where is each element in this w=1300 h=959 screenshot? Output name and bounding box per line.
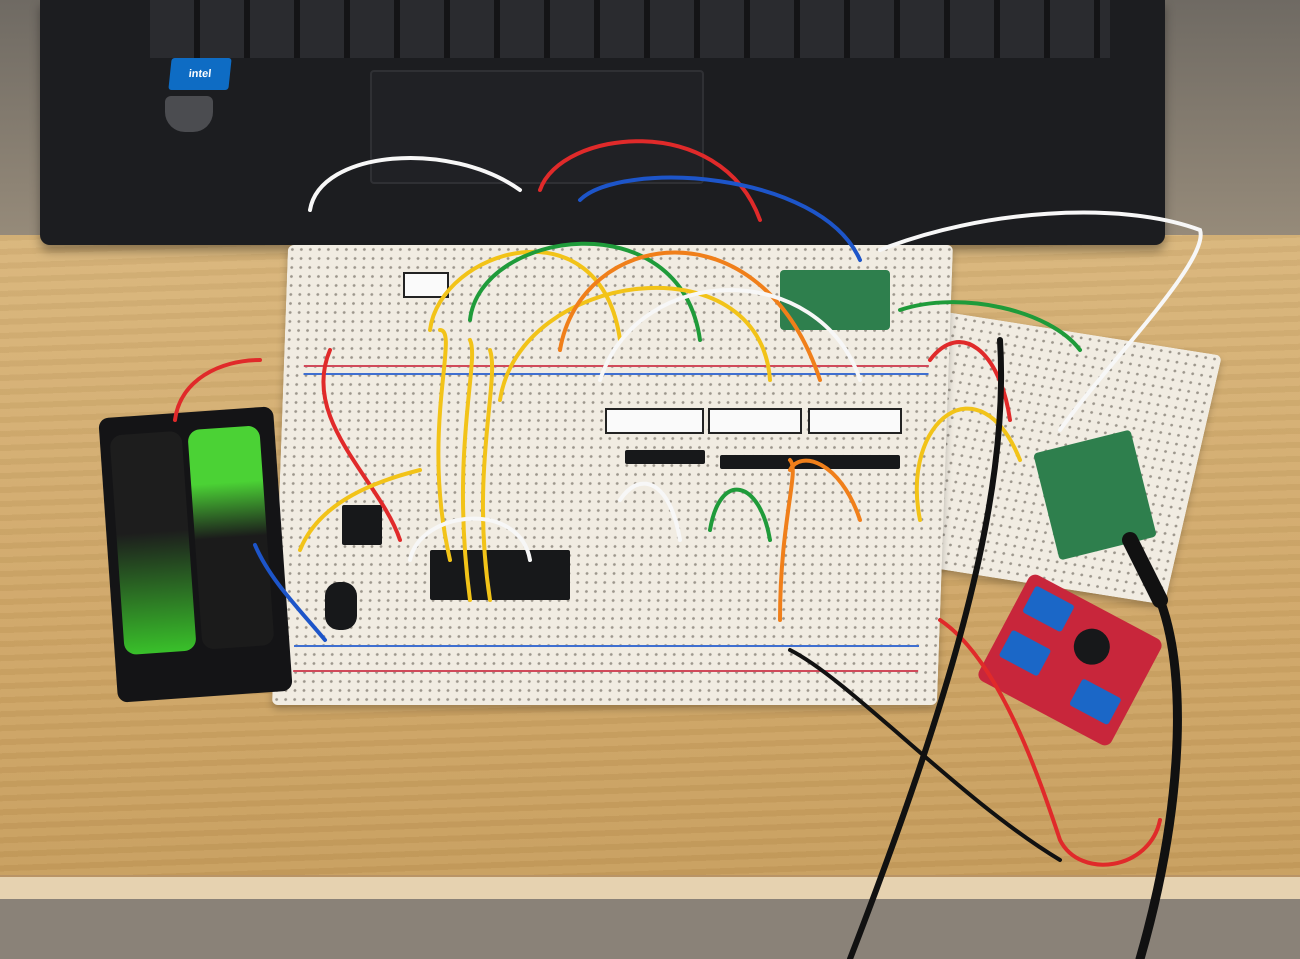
led-bar-graph [808,408,902,434]
ic-chip [625,450,705,464]
capacitor [325,582,357,630]
laptop-badge-sticker [165,96,213,132]
ic-chip [430,550,570,600]
led-bar-graph [403,272,449,298]
led-bar-graph [605,408,704,434]
laptop-touchpad [370,70,704,184]
pico-board [780,270,890,330]
floor [0,899,1300,959]
laptop: intel [40,0,1165,245]
led-bar-graph [708,408,802,434]
voltage-regulator [342,505,382,545]
laptop-keyboard [150,0,1110,58]
desk-edge [0,875,1300,901]
